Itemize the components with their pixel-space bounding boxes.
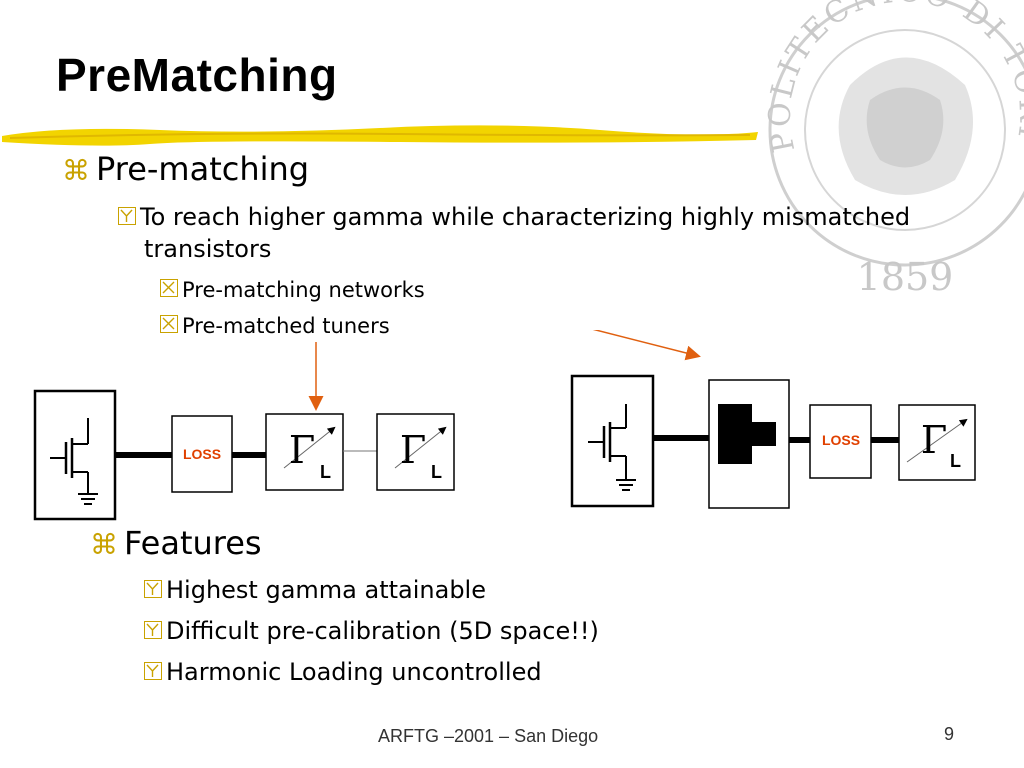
loss-block-left: LOSS	[171, 415, 233, 493]
bullet-text: Highest gamma attainable	[166, 576, 486, 604]
command-bullet-icon: ⌘	[62, 154, 90, 187]
section-heading-prematching: ⌘ Pre-matching	[62, 150, 309, 188]
arrow-to-prematching-network	[592, 330, 701, 361]
title-highlight-stroke	[2, 125, 758, 146]
checkbox-y-icon	[144, 621, 162, 639]
sub-bullet-item: Pre-matched tuners	[160, 314, 390, 338]
checkbox-x-icon	[160, 279, 178, 297]
university-seal: POLITECNICO DI TORINO 1859	[755, 0, 1024, 299]
gamma-subscript: L	[320, 462, 331, 482]
seal-year: 1859	[857, 255, 954, 299]
prematching-network-block	[708, 379, 790, 509]
checkbox-y-icon	[144, 662, 162, 680]
bullet-item: Difficult pre-calibration (5D space!!)	[144, 617, 599, 645]
gamma-symbol: Γ	[921, 418, 947, 462]
page-number: 9	[944, 724, 955, 744]
gamma-symbol: Γ	[289, 428, 315, 472]
section-heading-features: ⌘ Features	[90, 524, 262, 562]
checkbox-y-icon	[144, 580, 162, 598]
sub-bullet-text: Pre-matched tuners	[182, 314, 390, 338]
bullet-text-line1: To reach higher gamma while characterizi…	[140, 203, 911, 231]
loss-block-right: LOSS	[809, 404, 872, 479]
gamma-subscript: L	[431, 462, 442, 482]
loss-label: LOSS	[822, 432, 860, 448]
tuner-block-right: Γ L	[898, 404, 976, 481]
circuit-diagram: LOSS Γ L Γ L LOSS Γ	[33, 330, 976, 521]
prematched-tuner-block: Γ L	[265, 413, 344, 491]
bullet-item: Harmonic Loading uncontrolled	[144, 658, 542, 686]
loss-label: LOSS	[183, 446, 221, 462]
bullet-text: Difficult pre-calibration (5D space!!)	[166, 617, 599, 645]
footer-text: ARFTG –2001 – San Diego	[378, 726, 599, 746]
bullet-text: Harmonic Loading uncontrolled	[166, 658, 542, 686]
section-heading-text: Features	[124, 524, 262, 562]
checkbox-x-icon	[160, 315, 178, 333]
gamma-subscript: L	[950, 451, 961, 471]
transistor-box-left	[33, 389, 117, 521]
gamma-symbol: Γ	[400, 428, 426, 472]
bullet-text-line2: transistors	[144, 235, 272, 263]
bullet-item: Highest gamma attainable	[144, 576, 486, 604]
command-bullet-icon: ⌘	[90, 528, 118, 561]
section-heading-text: Pre-matching	[96, 150, 310, 188]
bullet-item: To reach higher gamma while characterizi…	[118, 203, 910, 263]
checkbox-y-icon	[118, 207, 136, 225]
tuner-block-left: Γ L	[376, 413, 455, 491]
slide-title: PreMatching	[56, 49, 338, 101]
sub-bullet-text: Pre-matching networks	[182, 278, 425, 302]
transistor-box-right	[570, 374, 655, 508]
sub-bullet-item: Pre-matching networks	[160, 278, 425, 302]
